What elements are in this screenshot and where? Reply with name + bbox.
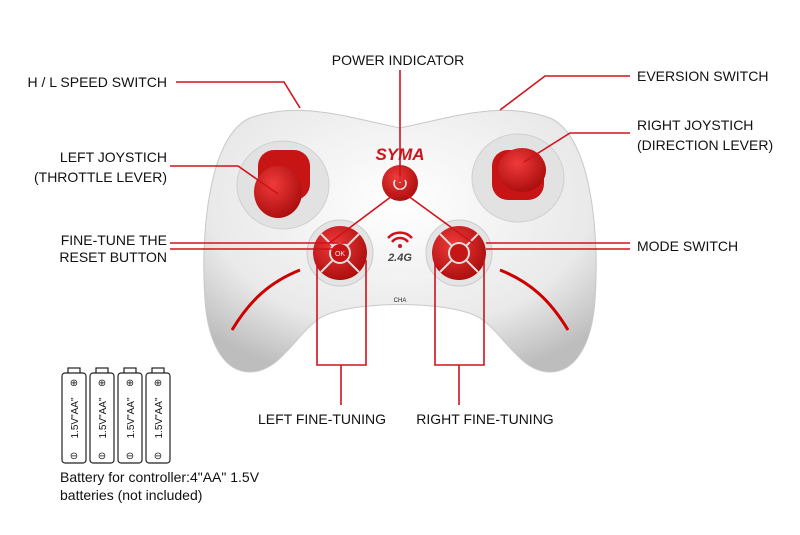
ok-label: OK [335,251,345,258]
channel-label: CHA [394,298,407,304]
label-eversion-switch: EVERSION SWITCH [637,68,768,84]
battery-label: 1.5V"AA" [70,397,81,438]
battery-caption: Battery for controller:4"AA" 1.5V [60,469,260,485]
label-fine-tune: FINE-TUNE THE [61,232,167,248]
label-left-fine-tuning: LEFT FINE-TUNING [258,411,386,427]
plus-icon: ⊕ [126,378,134,389]
battery: ⊕ 1.5V"AA" ⊖ [145,367,171,464]
right-dpad[interactable] [425,219,493,287]
plus-icon: ⊕ [154,378,162,389]
power-icon [393,179,407,190]
frequency-label: 2.4G [387,252,412,264]
label-left-joystick-sub: (THROTTLE LEVER) [34,169,167,185]
battery-label: 1.5V"AA" [154,397,165,438]
right-joystick[interactable] [492,148,546,200]
wireless-icon [387,231,413,248]
battery-label: 1.5V"AA" [98,397,109,438]
label-right-fine-tuning: RIGHT FINE-TUNING [416,411,553,427]
label-right-joystick-sub: (DIRECTION LEVER) [637,137,773,153]
plus-icon: ⊕ [98,378,106,389]
battery: ⊕ 1.5V"AA" ⊖ [89,367,115,464]
battery: ⊕ 1.5V"AA" ⊖ [117,367,143,464]
left-joystick[interactable] [254,150,310,218]
left-dpad[interactable]: OK [306,219,374,287]
label-hl-speed-switch: H / L SPEED SWITCH [27,74,167,90]
label-right-joystick: RIGHT JOYSTICH [637,117,753,133]
battery-label: 1.5V"AA" [126,397,137,438]
minus-icon: ⊖ [154,451,162,462]
label-power-indicator: POWER INDICATOR [332,52,465,68]
minus-icon: ⊖ [98,451,106,462]
minus-icon: ⊖ [70,451,78,462]
plus-icon: ⊕ [70,378,78,389]
label-left-joystick: LEFT JOYSTICH [60,149,167,165]
label-reset-button: RESET BUTTON [59,249,167,265]
label-mode-switch: MODE SWITCH [637,238,738,254]
battery-caption-note: batteries (not included) [60,487,202,503]
battery: ⊕ 1.5V"AA" ⊖ [61,367,87,464]
minus-icon: ⊖ [126,451,134,462]
leader-lines [170,70,630,405]
batteries: ⊕ 1.5V"AA" ⊖ ⊕ 1.5V"AA" ⊖ ⊕ 1.5V"AA" ⊖ ⊕… [61,367,171,464]
